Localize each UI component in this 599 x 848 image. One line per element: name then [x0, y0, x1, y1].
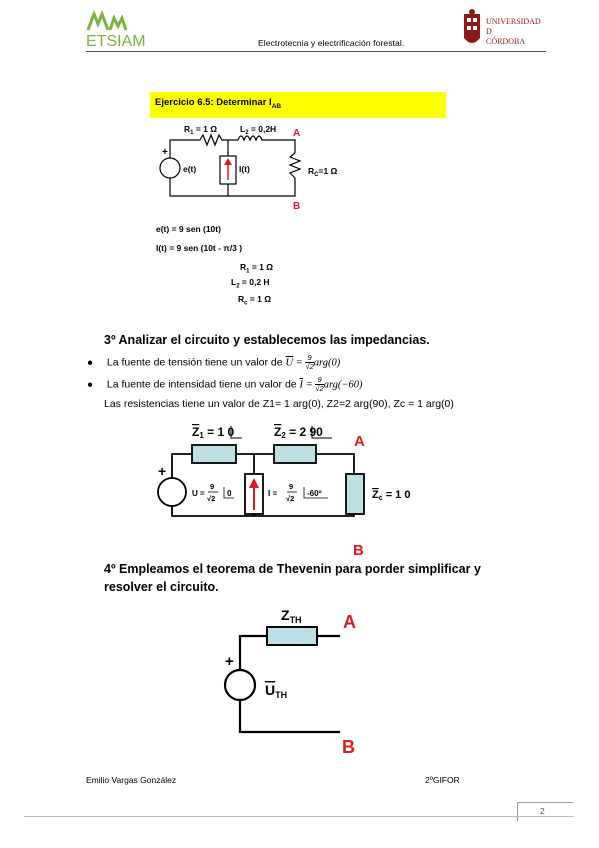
bullet-current-fraction: 9√2 [315, 375, 324, 393]
etsiam-leaf-icon [86, 10, 128, 31]
univ-line-1: UNIVERSIDAD [486, 17, 541, 26]
bullet-dot: ● [87, 357, 94, 369]
footer-divider [24, 816, 574, 817]
voltage-source-icon [157, 477, 187, 507]
impedance-z1 [191, 444, 237, 464]
university-crest-icon [464, 9, 480, 43]
plus-sign: + [162, 147, 168, 158]
resistor-rc [288, 152, 302, 179]
circuit-original: + e(t) I(t) R1 = 1 Ω L2 = 0,2H RC=1 Ω A … [159, 124, 338, 212]
impedance-zth [266, 626, 318, 646]
label-i-den: √2 [286, 494, 294, 503]
impedance-z2 [273, 444, 317, 464]
label-u: U = [192, 489, 205, 498]
voltage-source-icon [159, 157, 181, 179]
bullet-dot: ● [87, 379, 94, 391]
node-a: A [293, 128, 300, 139]
bullet-voltage-var: U [285, 357, 294, 369]
exercise-title: Ejercicio 6.5: Determinar IAB [155, 97, 281, 110]
label-i-angle: -60º [307, 489, 322, 498]
label-u-num: 9 [210, 482, 214, 491]
label-z1: Z1 = 1 0 [192, 425, 234, 440]
univ-line-2: D [486, 27, 492, 36]
etsiam-logo: ETSIAM [86, 10, 146, 50]
label-u-angle: 0 [227, 489, 232, 498]
circuit-impedances: + Z1 = 1 0 Z2 = 2 90 Zc = 1 0 U = 9 √2 0… [157, 425, 410, 558]
etsiam-logo-text: ETSIAM [86, 33, 146, 50]
label-l2: L2 = 0,2H [240, 124, 276, 136]
bullet-current: ● La fuente de intensidad tiene un valor… [87, 375, 363, 393]
label-e: e(t) [183, 164, 196, 174]
bullet-voltage: ● La fuente de tensión tiene un valor de… [87, 353, 341, 371]
bullet-voltage-arg: arg(0) [313, 357, 341, 369]
inductor-l2 [237, 135, 266, 142]
label-u-den: √2 [207, 494, 215, 503]
univ-line-3: CÓRDOBA [486, 36, 525, 46]
current-arrow-icon [249, 478, 259, 488]
universidad-logo: UNIVERSIDAD D CÓRDOBA [464, 9, 541, 46]
given-r1: R1 = 1 Ω [240, 262, 274, 275]
label-zth: ZTH [281, 607, 302, 625]
given-l2: L2 = 0,2 H [231, 277, 270, 290]
label-i-num: 9 [289, 482, 293, 491]
bullet-current-text: La fuente de intensidad tiene un valor d… [106, 378, 300, 391]
resistances-text: Las resistencias tiene un valor de Z1= 1… [104, 398, 454, 410]
voltage-source-icon [223, 668, 257, 702]
bullet-voltage-fraction: 9√2 [305, 353, 314, 371]
given-rc: Rc = 1 Ω [238, 294, 272, 307]
step4-heading-line2: resolver el circuito. [104, 580, 219, 594]
header-divider [86, 51, 546, 52]
given-e: e(t) = 9 sen (10t) [156, 224, 221, 234]
exercise-title-main: Ejercicio 6.5: Determinar I [155, 97, 272, 108]
label-rc: RC=1 Ω [308, 166, 338, 178]
footer-course: 2ºGIFOR [425, 775, 460, 785]
given-i: I(t) = 9 sen (10t - π/3 ) [156, 243, 243, 253]
label-zc: Zc = 1 0 [372, 489, 410, 502]
node-a: A [343, 612, 356, 632]
bullet-current-var: I [299, 379, 304, 391]
label-z2: Z2 = 2 90 [274, 425, 323, 440]
footer-author: Emilio Vargas González [86, 775, 177, 785]
plus-sign: + [158, 463, 166, 479]
step3-heading: 3º Analizar el circuito y establecemos l… [104, 333, 430, 347]
exercise-title-sub: AB [271, 102, 282, 110]
page-number-box [517, 802, 573, 821]
plus-sign: + [225, 653, 234, 670]
current-source-icon [219, 155, 237, 185]
bullet-current-arg: arg(−60) [323, 379, 363, 391]
label-uth: UTH [265, 682, 287, 700]
resistor-r1 [199, 133, 224, 147]
current-arrow-icon [224, 158, 232, 165]
label-r1: R1 = 1 Ω [184, 124, 217, 136]
current-source-icon [244, 473, 264, 515]
bullet-voltage-text: La fuente de tensión tiene un valor de [106, 356, 286, 369]
node-b: B [342, 737, 355, 757]
page-number: 2 [540, 806, 545, 816]
label-i: I = [268, 489, 277, 498]
impedance-zc [345, 473, 365, 515]
label-i: I(t) [239, 164, 250, 174]
exercise-title-highlight [150, 92, 446, 118]
step4-heading-line1: 4º Empleamos el teorema de Thevenin para… [104, 562, 481, 576]
circuit-thevenin: + ZTH UTH A B [223, 607, 356, 757]
node-b: B [293, 201, 300, 212]
node-a: A [354, 433, 365, 450]
header-title: Electrotecnia y electrificación forestal… [258, 38, 405, 48]
node-b: B [353, 542, 364, 558]
